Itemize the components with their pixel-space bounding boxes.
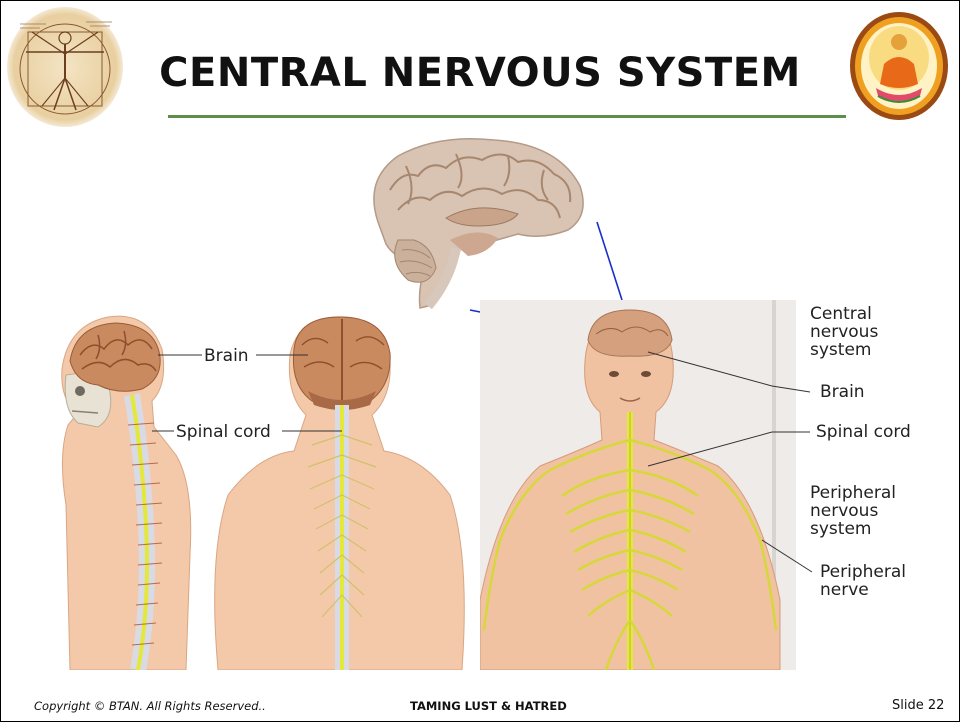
- label-central-nervous-system: Central nervous system: [810, 305, 878, 359]
- label-spinal-cord-right: Spinal cord: [816, 423, 911, 441]
- label-peripheral-nerve: Peripheral nerve: [820, 563, 906, 599]
- footer-slide-number: Slide 22: [892, 698, 944, 713]
- footer-copyright: Copyright © BTAN. All Rights Reserved..: [34, 699, 266, 713]
- label-peripheral-nervous-system: Peripheral nervous system: [810, 484, 896, 538]
- footer-title: TAMING LUST & HATRED: [410, 699, 567, 713]
- label-brain-right: Brain: [820, 383, 865, 401]
